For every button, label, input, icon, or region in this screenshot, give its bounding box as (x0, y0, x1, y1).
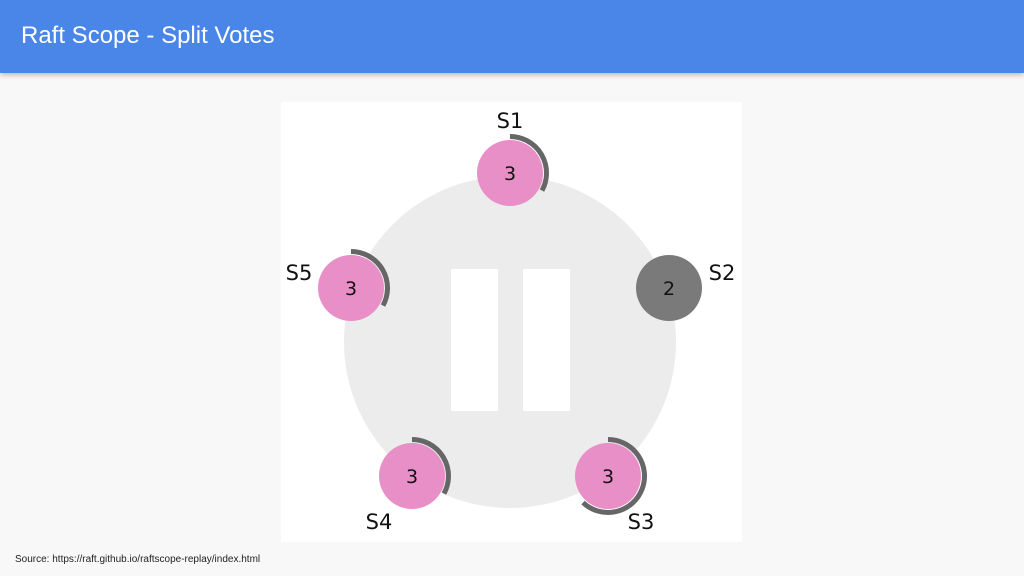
server-s2[interactable]: 2 S2 (636, 255, 735, 321)
server-name-label: S3 (628, 510, 655, 534)
election-timer-arc (411, 437, 451, 495)
pause-icon[interactable] (451, 269, 570, 411)
server-name-label: S4 (366, 510, 393, 534)
server-name-label: S5 (286, 261, 313, 285)
title-bar: Raft Scope - Split Votes (0, 0, 1024, 73)
server-term: 3 (406, 466, 418, 488)
server-node (379, 443, 445, 509)
raft-diagram: 3 S1 2 S2 3 S3 3 S4 3 S5 (286, 109, 736, 535)
server-name-label: S1 (497, 109, 524, 133)
pause-bar-left (451, 269, 498, 411)
server-node (636, 255, 702, 321)
pause-bar-right (523, 269, 570, 411)
source-citation: Source: https://raft.github.io/raftscope… (15, 554, 261, 565)
server-node (318, 255, 384, 321)
election-timer-arc (509, 134, 549, 192)
server-s3[interactable]: 3 S3 (575, 437, 655, 535)
server-term: 3 (504, 163, 516, 185)
page-title: Raft Scope - Split Votes (21, 22, 275, 49)
election-timer-arc (581, 437, 647, 515)
server-term: 3 (345, 278, 357, 300)
raft-diagram-panel: 3 S1 2 S2 3 S3 3 S4 3 S5 (281, 102, 742, 542)
server-node (477, 140, 543, 206)
server-s1[interactable]: 3 S1 (477, 109, 549, 206)
server-name-label: S2 (709, 261, 736, 285)
server-s5[interactable]: 3 S5 (286, 249, 390, 322)
election-timer-arc (350, 249, 390, 307)
server-node (575, 443, 641, 509)
cluster-ring (344, 176, 676, 508)
server-s4[interactable]: 3 S4 (366, 437, 451, 535)
server-term: 3 (602, 466, 614, 488)
server-term: 2 (663, 278, 675, 300)
